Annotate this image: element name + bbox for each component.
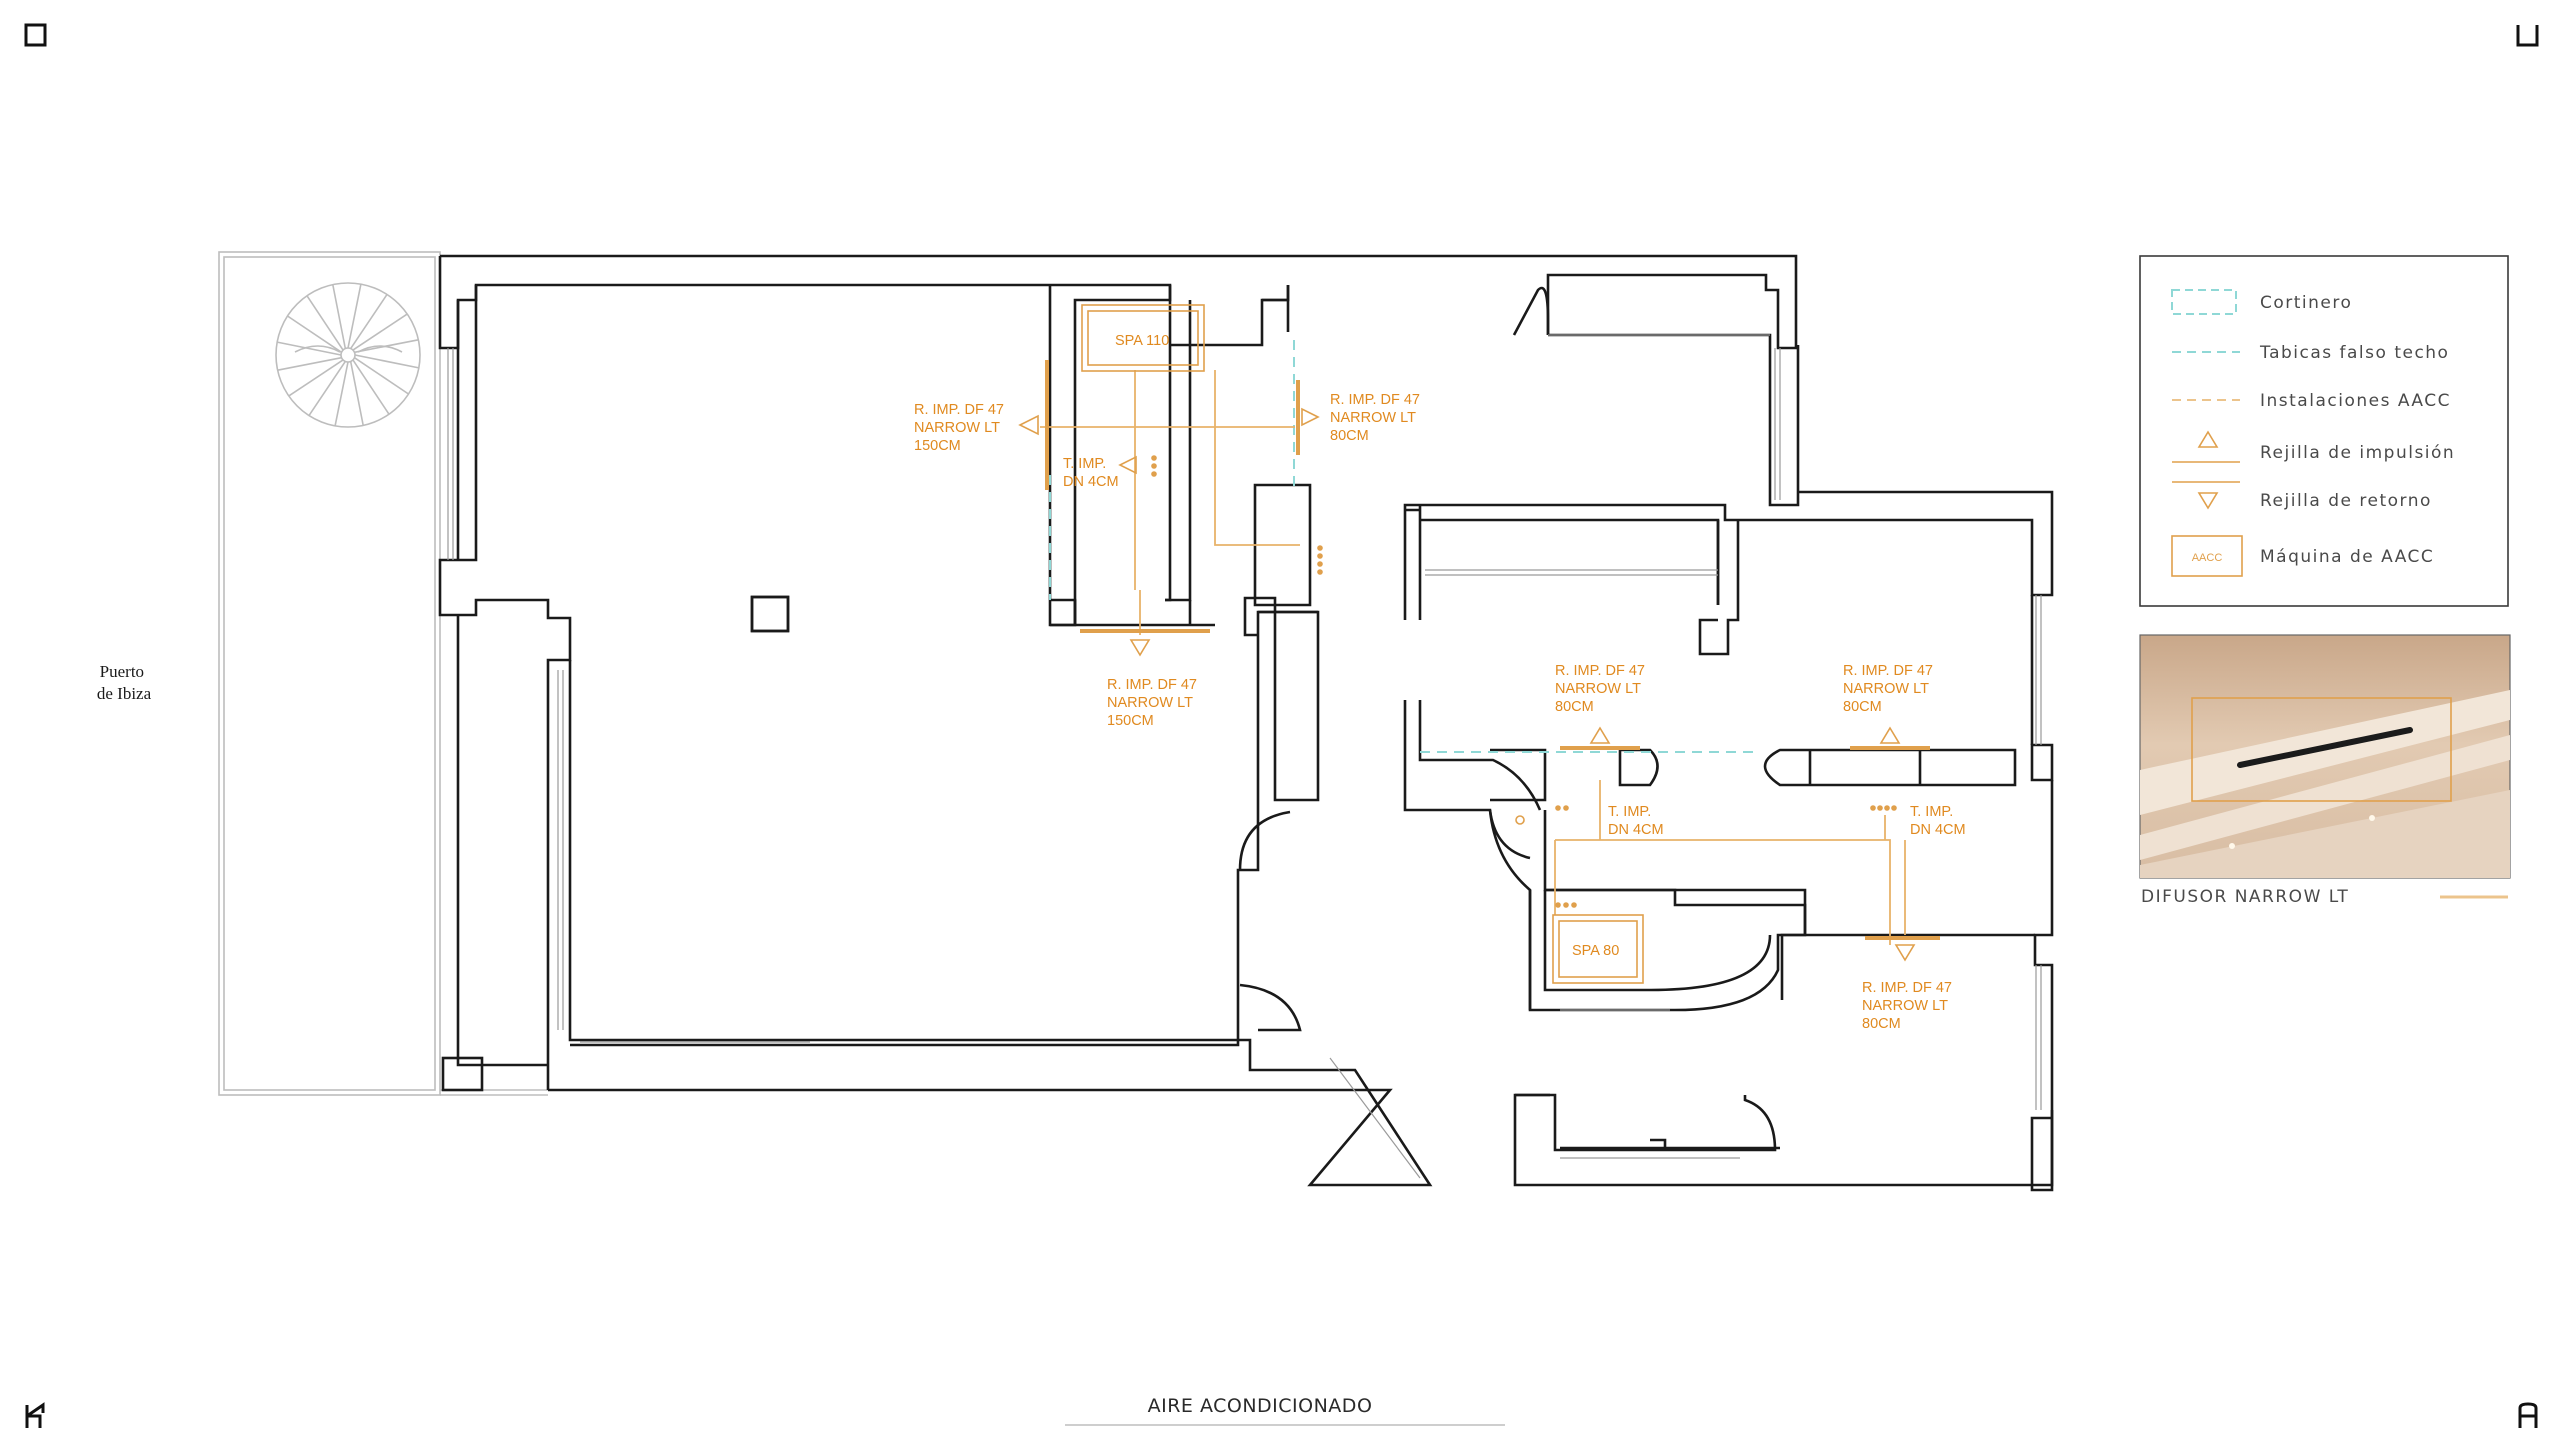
legend-label: Cortinero [2260,293,2352,313]
stair-tread [277,356,342,371]
stair-tread [354,354,419,369]
stair-tread [332,284,347,349]
spiral-staircase [275,282,421,428]
photo-caption: DIFUSOR NARROW LT [2141,887,2349,907]
terrace [218,251,548,1096]
annotation: T. IMP. DN 4CM [1910,804,1966,838]
unit-label: SPA 110 [1115,333,1169,349]
stair-tread [352,313,408,351]
annotation: R. IMP. DF 47 NARROW LT 80CM [1330,392,1424,444]
return-grille-icon [2172,481,2240,510]
stair-tread [349,361,364,426]
stair-tread [354,357,409,395]
walls-right [1403,490,2054,1192]
legend-label: Instalaciones AACC [2260,391,2451,411]
stair-tread [334,361,349,426]
aacc-machine-icon: AACC [2171,535,2243,577]
legend-label: Rejilla de retorno [2260,491,2432,511]
stair-tread [288,359,344,397]
ceiling-bulkheads [1049,340,1755,753]
stair-tread [306,295,344,351]
windows [447,334,2042,1179]
ac-unit-spa-80: SPA 80 [1552,914,1644,984]
legend: AACC Cortinero Tabicas falso techo Insta… [2139,255,2509,607]
page-title: AIRE ACONDICIONADO [1148,1395,1373,1417]
annotation: R. IMP. DF 47 NARROW LT 150CM [1107,677,1201,729]
ac-unit-spa-110: SPA 110 [1081,304,1205,372]
stair-tread [347,284,362,349]
stair-tread [352,359,390,415]
place-label: Puerto de Ibiza [97,662,152,703]
stair-tread [287,315,342,353]
supply-grilles [1018,360,1940,962]
annotation: R. IMP. DF 47 NARROW LT 150CM [914,402,1008,454]
stair-tread [277,341,342,356]
annotation: T. IMP. DN 4CM [1063,456,1119,490]
legend-label: Rejilla de impulsión [2260,443,2455,463]
unit-label: SPA 80 [1572,943,1619,959]
stair-tread [308,361,346,416]
annotation: R. IMP. DF 47 NARROW LT 80CM [1843,663,1937,715]
dashed-box-teal-icon [2171,289,2237,315]
hvac-dots [1151,455,1897,908]
walls-main [438,254,1800,1187]
door-swings [1238,809,1531,1032]
annotation: T. IMP. DN 4CM [1608,804,1664,838]
annotation: R. IMP. DF 47 NARROW LT 80CM [1555,663,1649,715]
svg-text:AACC: AACC [2192,552,2223,564]
stair-tread [350,294,388,349]
hvac-annotations: R. IMP. DF 47 NARROW LT 150CM R. IMP. DF… [914,392,1966,1032]
hvac-ducts [1040,370,1906,945]
pillar [750,595,790,633]
corner-marks [24,23,2539,1428]
supply-grille-icon [2172,430,2240,463]
diffuser-photo [2139,634,2511,879]
annotation: R. IMP. DF 47 NARROW LT 80CM [1862,980,1956,1032]
legend-label: Tabicas falso techo [2259,343,2449,363]
legend-label: Máquina de AACC [2260,547,2434,567]
